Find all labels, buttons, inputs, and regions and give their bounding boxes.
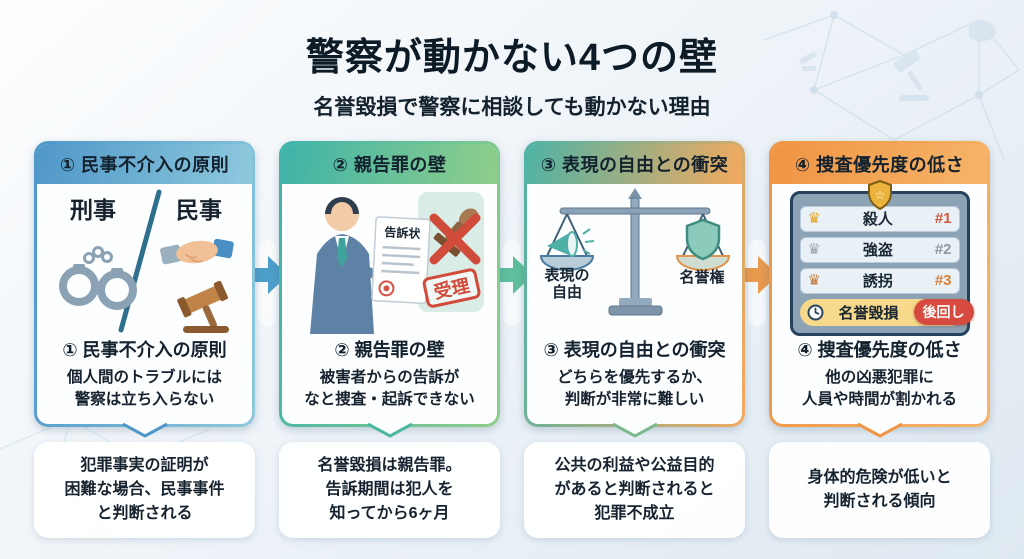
card1-heading: ① 民事不介入の原則 [62, 340, 227, 360]
civil-label: 民事 [176, 197, 222, 223]
card3-header: ③ 表現の自由との衝突 [527, 144, 742, 184]
card1-illustration: 刑事 民事 [37, 184, 252, 334]
card-column-civil-noninterference: ① 民事不介入の原則 刑事 民事 [34, 141, 255, 538]
clock-icon [807, 304, 823, 320]
priority-row-robbery: ♛ 強盗 #2 [799, 236, 960, 263]
card-column-complaint-offense: ② 親告罪の壁 [279, 141, 500, 538]
chevron-down-icon [611, 422, 658, 438]
handshake-icon [159, 238, 234, 265]
gavel-icon [176, 280, 229, 333]
gold-crown-icon: ♛ [807, 209, 821, 227]
x-mark-icon [429, 213, 480, 265]
card1-header: ① 民事不介入の原則 [37, 144, 252, 184]
priority-board: ☆ ♛ 殺人 #1 ♛ 強盗 #2 [789, 179, 974, 336]
silver-crown-icon: ♛ [807, 240, 821, 258]
card-low-priority: ④ 捜査優先度の低さ ☆ ♛ 殺人 #1 [769, 141, 990, 427]
defamation-label: 名誉毀損 [838, 304, 899, 322]
card1-note: 犯罪事実の証明が 困難な場合、民事事件 と判断される [34, 441, 255, 538]
card-column-low-priority: ④ 捜査優先度の低さ ☆ ♛ 殺人 #1 [769, 141, 990, 538]
card-complaint-offense: ② 親告罪の壁 [279, 141, 500, 427]
priority-row-kidnapping: ♛ 誘拐 #3 [799, 267, 960, 294]
juri-stamp: 受理 [422, 268, 480, 308]
honor-right-label: 名誉権 [679, 268, 724, 286]
crime-label: 殺人 [862, 211, 893, 228]
cards-row: ① 民事不介入の原則 刑事 民事 [34, 141, 990, 538]
svg-text:☆: ☆ [874, 188, 885, 202]
complaint-letter-label: 告訴状 [384, 224, 422, 241]
chevron-down-icon [856, 422, 903, 438]
card-free-expression: ③ 表現の自由との衝突 [524, 141, 745, 427]
card4-description: 他の凶悪犯罪に 人員や時間が割かれる [801, 369, 957, 409]
card2-heading: ② 親告罪の壁 [334, 340, 445, 360]
card-civil-noninterference: ① 民事不介入の原則 刑事 民事 [34, 141, 255, 427]
complaint-letter-icon: 告訴状 [370, 216, 431, 305]
card2-description: 被害者からの告訴が なと捜査・起訴できない [304, 369, 475, 409]
card4-illustration: ☆ ♛ 殺人 #1 ♛ 強盗 #2 [772, 179, 987, 336]
card3-description: どちらを優先するか、 判断が非常に難しい [557, 369, 712, 409]
priority-row-defamation: 名誉毀損 後回し [799, 298, 974, 326]
chevron-down-icon [121, 422, 168, 438]
card2-header: ② 親告罪の壁 [282, 144, 497, 184]
card4-note: 身体的危険が低いと 判断される傾向 [769, 441, 990, 538]
arrow-right-icon [491, 256, 533, 294]
handcuffs-icon [58, 246, 137, 310]
card2-note: 名誉毀損は親告罪。 告訴期間は犯人を 知ってから6ヶ月 [279, 441, 500, 538]
card-column-free-expression: ③ 表現の自由との衝突 [524, 141, 745, 538]
card3-heading: ③ 表現の自由との衝突 [543, 340, 726, 360]
criminal-label: 刑事 [70, 197, 116, 223]
crime-label: 強盗 [862, 242, 893, 259]
arrow-right-icon [736, 256, 778, 294]
card2-illustration: 告訴状 [282, 184, 497, 334]
chevron-down-icon [366, 422, 413, 438]
police-badge-icon: ☆ [867, 179, 892, 210]
megaphone-icon [546, 228, 594, 257]
balance-scale-icon [539, 188, 730, 316]
rank-number: #1 [934, 210, 952, 227]
card4-heading: ④ 捜査優先度の低さ [797, 340, 962, 360]
arrow-right-icon [246, 256, 288, 294]
bronze-crown-icon: ♛ [807, 271, 821, 289]
page-title: 警察が動かない4つの壁 [305, 37, 719, 79]
divider-line [118, 189, 161, 333]
expression-label-line1: 表現の [544, 266, 589, 284]
rank-number: #2 [934, 241, 952, 258]
crime-label: 誘拐 [862, 273, 893, 290]
shield-icon [685, 218, 720, 261]
expression-label-line2: 自由 [551, 283, 581, 301]
rank-number: #3 [934, 272, 952, 289]
card3-note: 公共の利益や公益目的 があると判断されると 犯罪不成立 [524, 441, 745, 538]
page-subtitle: 名誉毀損で警察に相談しても動かない理由 [313, 96, 711, 119]
card1-description: 個人間のトラブルには 警察は立ち入らない [66, 369, 222, 409]
card3-illustration: 表現の 自由 名誉権 [527, 184, 742, 334]
deferred-badge: 後回し [913, 299, 974, 325]
